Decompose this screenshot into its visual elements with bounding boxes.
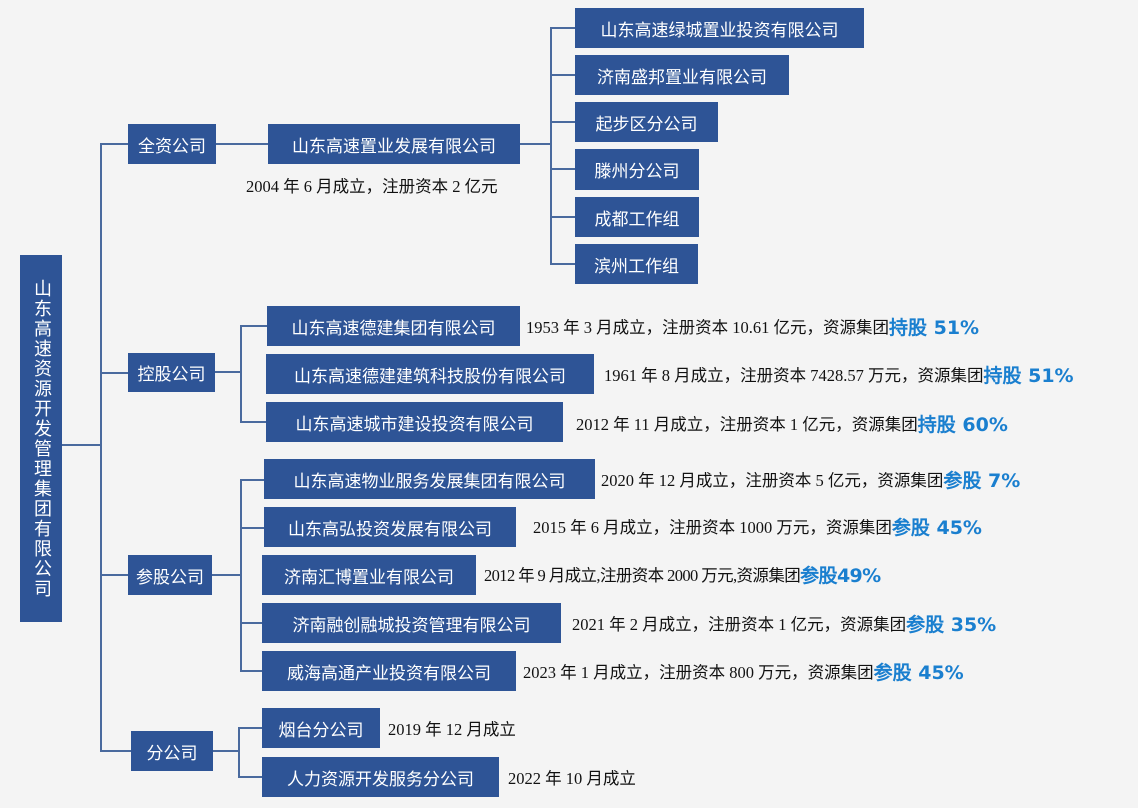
connector [550,27,552,265]
company-box: 山东高弘投资发展有限公司 [264,507,516,547]
stake-label: 参股49% [800,564,881,587]
connector [550,216,575,218]
caption-text: 2021 年 2 月成立，注册资本 1 亿元，资源集团 [572,615,907,634]
branch-box: 烟台分公司 [262,708,380,748]
connector [216,143,268,145]
caption-text: 1961 年 8 月成立，注册资本 7428.57 万元，资源集团 [604,366,984,385]
connector [100,750,131,752]
stake-label: 参股 45% [891,516,982,539]
company-caption: 2004 年 6 月成立，注册资本 2 亿元 [246,177,498,196]
connector [550,74,575,76]
company-box: 山东高速德建集团有限公司 [267,306,520,346]
connector [238,727,240,777]
stake-label: 参股 45% [873,661,964,684]
connector [240,670,262,672]
company-caption: 1953 年 3 月成立，注册资本 10.61 亿元，资源集团持股 51% [526,314,980,339]
company-box: 山东高速物业服务发展集团有限公司 [264,459,595,499]
company-box: 山东高速德建建筑科技股份有限公司 [266,354,594,394]
connector [240,421,266,423]
connector [238,776,262,778]
company-caption: 2015 年 6 月成立，注册资本 1000 万元，资源集团参股 45% [533,514,982,539]
subsidiary-box: 滕州分公司 [575,149,699,190]
company-caption: 1961 年 8 月成立，注册资本 7428.57 万元，资源集团持股 51% [604,362,1074,387]
category-wholly-owned: 全资公司 [128,124,216,164]
connector [100,372,128,374]
subsidiary-box: 山东高速绿城置业投资有限公司 [575,8,864,48]
branch-caption: 2019 年 12 月成立 [388,720,516,739]
connector [212,574,241,576]
stake-label: 持股 51% [983,364,1074,387]
subsidiary-box: 济南盛邦置业有限公司 [575,55,789,95]
company-caption: 2012 年 11 月成立，注册资本 1 亿元，资源集团持股 60% [576,411,1008,436]
connector [100,143,128,145]
category-branches: 分公司 [131,731,213,771]
category-participating: 参股公司 [128,555,212,595]
subsidiary-box: 成都工作组 [575,197,699,237]
caption-text: 2023 年 1 月成立，注册资本 800 万元，资源集团 [523,663,874,682]
stake-label: 参股 35% [906,613,997,636]
connector [550,121,575,123]
connector [550,263,575,265]
connector [550,168,575,170]
company-caption: 2012 年 9 月成立,注册资本 2000 万元,资源集团参股49% [484,562,881,587]
subsidiary-box: 滨州工作组 [575,244,698,284]
company-caption: 2023 年 1 月成立，注册资本 800 万元，资源集团参股 45% [523,659,964,684]
category-holding: 控股公司 [128,353,215,392]
branch-box: 人力资源开发服务分公司 [262,757,499,797]
connector [100,574,128,576]
company-box: 山东高速城市建设投资有限公司 [266,402,563,442]
caption-text: 2012 年 11 月成立，注册资本 1 亿元，资源集团 [576,415,918,434]
root-company: 山东高速资源开发管理集团有限公司 [20,255,62,622]
company-caption: 2020 年 12 月成立，注册资本 5 亿元，资源集团参股 7% [601,467,1021,492]
connector [240,325,267,327]
stake-label: 持股 51% [889,316,980,339]
caption-text: 2012 年 9 月成立,注册资本 2000 万元,资源集团 [484,566,801,585]
connector [215,371,241,373]
company-box: 济南汇博置业有限公司 [262,555,476,595]
connector [240,527,264,529]
stake-label: 持股 60% [917,413,1008,436]
connector [238,727,262,729]
branch-caption: 2022 年 10 月成立 [508,769,636,788]
connector [240,479,242,671]
connector [240,325,242,423]
connector [240,622,262,624]
connector [240,479,264,481]
connector [62,444,101,446]
company-box: 山东高速置业发展有限公司 [268,124,520,164]
connector [550,27,575,29]
connector [520,143,551,145]
caption-text: 2015 年 6 月成立，注册资本 1000 万元，资源集团 [533,518,892,537]
company-box: 威海高通产业投资有限公司 [262,651,516,691]
company-box: 济南融创融城投资管理有限公司 [262,603,561,643]
caption-text: 2020 年 12 月成立，注册资本 5 亿元，资源集团 [601,471,944,490]
subsidiary-box: 起步区分公司 [575,102,718,142]
connector [100,143,102,751]
connector [213,750,239,752]
stake-label: 参股 7% [943,469,1021,492]
company-caption: 2021 年 2 月成立，注册资本 1 亿元，资源集团参股 35% [572,611,997,636]
caption-text: 1953 年 3 月成立，注册资本 10.61 亿元，资源集团 [526,318,889,337]
